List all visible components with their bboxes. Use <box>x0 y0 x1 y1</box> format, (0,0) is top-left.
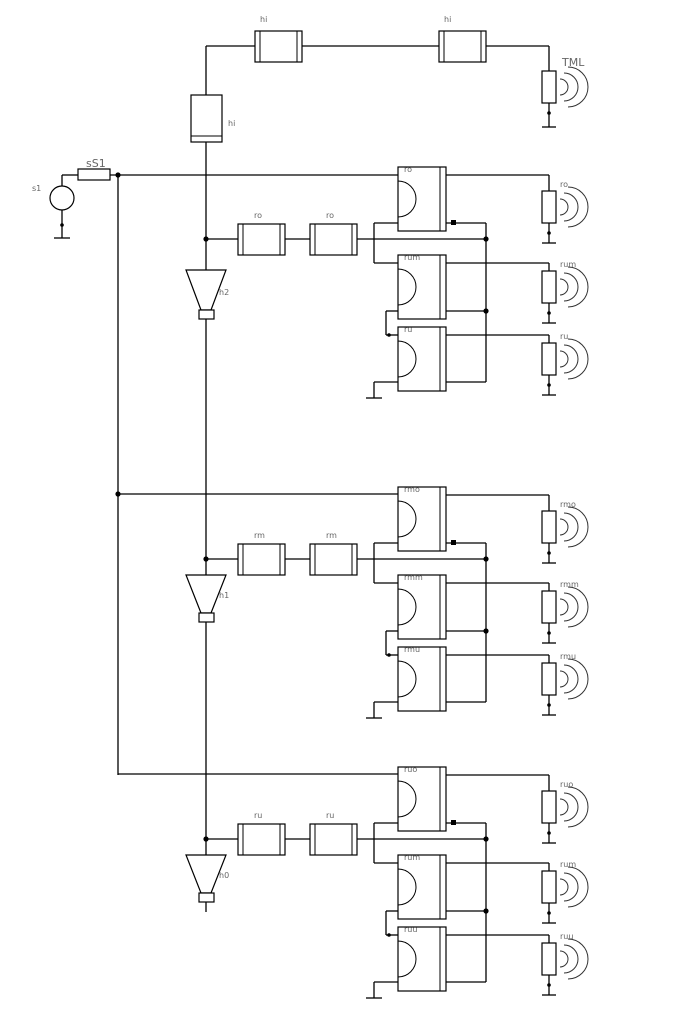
horn-2: h2 <box>185 269 229 575</box>
vertical-line-label: hi <box>228 119 235 128</box>
section-middle-block-mid-label: rmm <box>404 573 423 582</box>
section-upper-block-mid: rum <box>397 253 447 320</box>
section-upper-block-low-label: ru <box>404 325 412 334</box>
horn-1: h1 <box>185 574 229 855</box>
horn-1-label: h1 <box>219 591 229 600</box>
section-lower-line-1-label: ru <box>254 811 262 820</box>
section-lower-line-2 <box>309 823 358 856</box>
source-resistor: sS1 <box>62 157 398 181</box>
section-middle-output-top-label: rmo <box>560 500 576 509</box>
section-middle: rm rm rmo rmm rmu rmo rmm rmu <box>118 485 589 719</box>
section-middle-line-2-label: rm <box>326 531 337 540</box>
section-lower: ru ru ruo rum ruu ruo rum ruu <box>118 765 589 999</box>
section-middle-output-low-label: rmu <box>560 652 576 661</box>
source-element: s1 <box>32 175 75 239</box>
section-middle-block-top-label: rmo <box>404 485 420 494</box>
section-lower-line-1 <box>237 823 286 856</box>
section-upper-output-low-label: ru <box>560 332 568 341</box>
section-lower-block-mid-label: rum <box>404 853 420 862</box>
section-middle-line-1 <box>237 543 286 576</box>
section-upper-line-1-label: ro <box>254 211 262 220</box>
section-upper-output-mid: rum <box>541 260 589 324</box>
section-middle-block-top: rmo <box>397 485 447 552</box>
section-upper-line-2-label: ro <box>326 211 334 220</box>
section-middle-output-low: rmu <box>541 652 589 716</box>
section-upper-block-low: ru <box>397 325 447 392</box>
top-line-2-label: hi <box>444 15 451 24</box>
section-lower-output-top: ruo <box>541 780 589 844</box>
section-upper-block-top-label: ro <box>404 165 412 174</box>
section-middle-output-mid: rmm <box>541 580 589 644</box>
section-lower-output-low: ruu <box>541 932 589 996</box>
section-upper-output-top: ro <box>541 180 589 244</box>
section-lower-block-mid: rum <box>397 853 447 920</box>
source-resistor-label: sS1 <box>86 157 106 170</box>
horn-0-label: h0 <box>219 871 229 880</box>
section-upper-block-top: ro <box>397 165 447 232</box>
section-lower-block-top: ruo <box>397 765 447 832</box>
output-top-label: TML <box>561 56 585 69</box>
section-lower-output-low-label: ruu <box>560 932 573 941</box>
horn-2-label: h2 <box>219 288 229 297</box>
top-transmission-path: hi hi <box>205 15 550 95</box>
vertical-line-element: hi <box>190 94 235 270</box>
section-middle-line-2 <box>309 543 358 576</box>
section-middle-output-mid-label: rmm <box>560 580 579 589</box>
section-lower-output-mid: rum <box>541 860 589 924</box>
output-top-radiator: TML <box>541 56 589 128</box>
section-middle-output-top: rmo <box>541 500 589 564</box>
section-lower-block-top-label: ruo <box>404 765 417 774</box>
section-upper: ro ro ro rum ru ro rum ru <box>203 165 589 399</box>
sections-layer: ro ro ro rum ru ro rum ru rm rm rmo rmm rmu rmo rmm rmu… <box>118 165 589 999</box>
section-lower-output-top-label: ruo <box>560 780 573 789</box>
section-middle-line-1-label: rm <box>254 531 265 540</box>
section-upper-block-mid-label: rum <box>404 253 420 262</box>
section-lower-line-2-label: ru <box>326 811 334 820</box>
section-upper-line-2 <box>309 223 358 256</box>
section-middle-block-low: rmu <box>397 645 447 712</box>
section-lower-block-low: ruu <box>397 925 447 992</box>
horn-0: h0 <box>185 854 229 912</box>
section-middle-block-low-label: rmu <box>404 645 420 654</box>
section-middle-block-mid: rmm <box>397 573 447 640</box>
section-lower-block-low-label: ruu <box>404 925 417 934</box>
top-line-1-label: hi <box>260 15 267 24</box>
section-upper-output-mid-label: rum <box>560 260 576 269</box>
section-upper-line-1 <box>237 223 286 256</box>
section-lower-output-mid-label: rum <box>560 860 576 869</box>
source-label: s1 <box>32 184 41 193</box>
section-upper-output-low: ru <box>541 332 589 396</box>
section-upper-output-top-label: ro <box>560 180 568 189</box>
